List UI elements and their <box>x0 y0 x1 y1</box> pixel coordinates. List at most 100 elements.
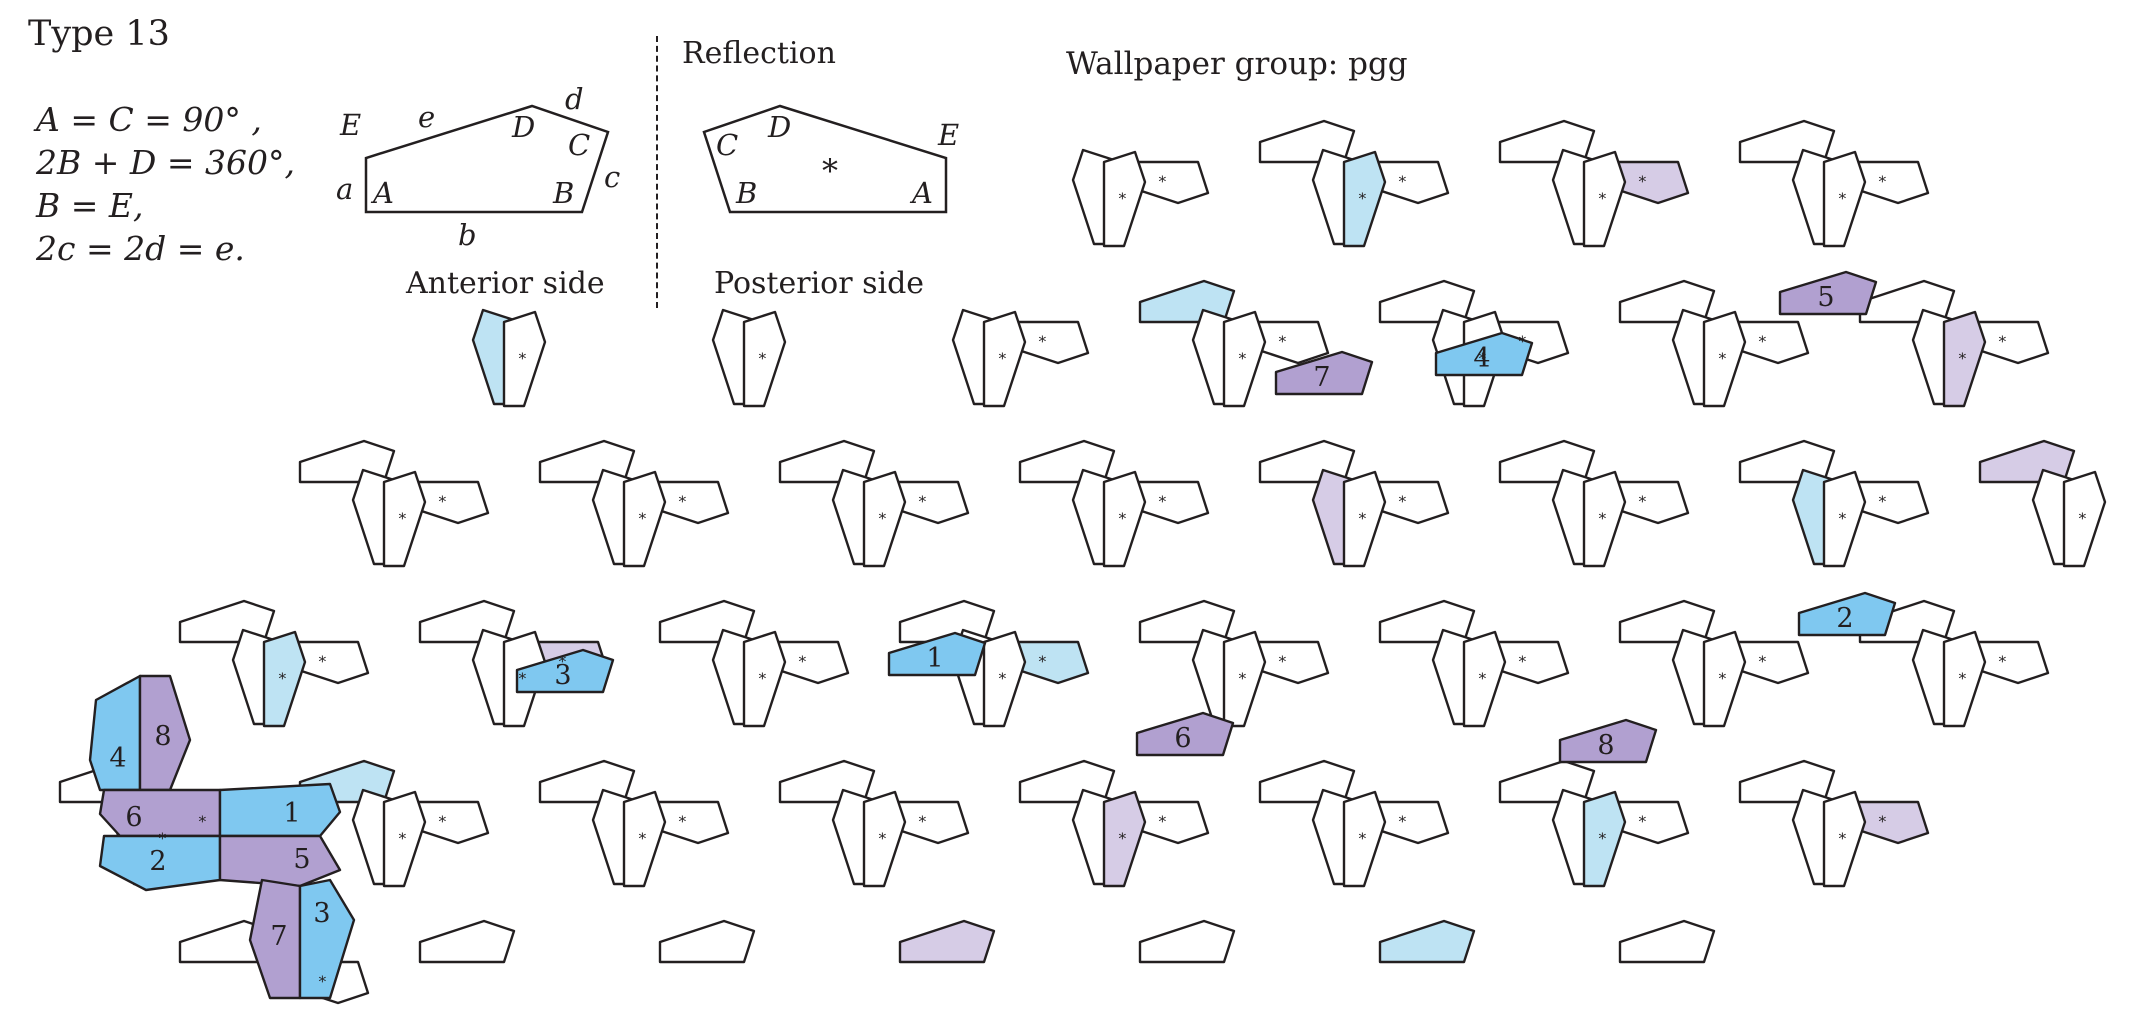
highlight-label-1: 1 <box>926 643 943 674</box>
anterior-edge-c: c <box>604 160 621 194</box>
unit-label-5: 5 <box>293 844 310 875</box>
highlight-label-5: 5 <box>1817 282 1834 313</box>
tile-14-reflection-mark: * <box>1839 190 1847 208</box>
tile-96 <box>1702 630 1747 728</box>
unit-tile-5 <box>218 834 342 888</box>
posterior-vertex-d: D <box>768 110 792 144</box>
tile-70-reflection-mark: * <box>319 652 327 670</box>
tile-68 <box>2062 470 2107 568</box>
condition-edge-lengths: 2c = 2d = e. <box>36 229 245 268</box>
anterior-vertex-e: E <box>340 108 362 142</box>
highlight-label-4: 4 <box>1473 343 1490 374</box>
tile-90-reflection-mark: * <box>1519 652 1527 670</box>
tile-88-reflection-mark: * <box>1239 670 1247 688</box>
tile-39-reflection-mark: * <box>439 492 447 510</box>
unit-label-7: 7 <box>270 921 287 952</box>
tile-10 <box>1582 150 1627 248</box>
tile-53 <box>1102 470 1147 568</box>
tile-136 <box>658 919 756 964</box>
tile-74-reflection-mark: * <box>559 652 567 670</box>
tile-72-reflection-mark: * <box>279 670 287 688</box>
tile-140 <box>1618 919 1716 964</box>
tile-86-reflection-mark: * <box>1279 652 1287 670</box>
tile-29-reflection-mark: * <box>1479 350 1487 368</box>
tile-33 <box>1702 310 1747 408</box>
anterior-vertex-a: A <box>373 176 394 210</box>
posterior-vertex-a: A <box>912 176 933 210</box>
highlight-tile-1 <box>887 631 987 677</box>
tile-100-reflection-mark: * <box>1959 670 1967 688</box>
tile-16-reflection-mark: * <box>519 350 527 368</box>
condition-angle-sum: 2B + D = 360°, <box>36 143 295 182</box>
tile-61-reflection-mark: * <box>1599 510 1607 528</box>
tile-12-reflection-mark: * <box>1879 172 1887 190</box>
tile-104-reflection-mark: * <box>159 830 167 848</box>
anterior-edge-b: b <box>458 218 477 252</box>
highlight-label-7: 7 <box>1313 362 1330 393</box>
tile-37-reflection-mark: * <box>1959 350 1967 368</box>
highlight-tile-4 <box>1434 331 1534 377</box>
tile-59-reflection-mark: * <box>1639 492 1647 510</box>
tile-21-reflection-mark: * <box>999 350 1007 368</box>
posterior-caption: Posterior side <box>714 266 925 301</box>
tile-122-reflection-mark: * <box>1399 812 1407 830</box>
anterior-caption: Anterior side <box>406 266 605 301</box>
tile-130-reflection-mark: * <box>1879 812 1887 830</box>
anterior-vertex-b: B <box>553 176 575 210</box>
tile-18-reflection-mark: * <box>759 350 767 368</box>
posterior-vertex-e: E <box>938 118 960 152</box>
tile-132-reflection-mark: * <box>1839 830 1847 848</box>
tile-112-reflection-mark: * <box>639 830 647 848</box>
unit-tile-2 <box>98 834 222 892</box>
dashed-divider <box>656 36 658 308</box>
tile-53-reflection-mark: * <box>1119 510 1127 528</box>
tile-41 <box>382 470 427 568</box>
tile-118-reflection-mark: * <box>1159 812 1167 830</box>
tile-2-reflection-mark: * <box>1119 190 1127 208</box>
tile-68-reflection-mark: * <box>2079 510 2087 528</box>
unit-tile-3 <box>298 878 356 1000</box>
tile-23-reflection-mark: * <box>1279 332 1287 350</box>
tile-10-reflection-mark: * <box>1599 190 1607 208</box>
tile-98-reflection-mark: * <box>1999 652 2007 670</box>
unit-tile-7 <box>248 878 302 1000</box>
tile-57 <box>1342 470 1387 568</box>
tile-47-reflection-mark: * <box>919 492 927 510</box>
tile-6 <box>1342 150 1387 248</box>
tile-63-reflection-mark: * <box>1879 492 1887 510</box>
posterior-pentagon <box>702 104 948 214</box>
tile-120 <box>1102 790 1147 888</box>
tile-106-reflection-mark: * <box>439 812 447 830</box>
tile-80 <box>742 630 787 728</box>
unit-label-3: 3 <box>313 898 330 929</box>
tile-120-reflection-mark: * <box>1119 830 1127 848</box>
highlight-label-2: 2 <box>1836 603 1853 634</box>
posterior-vertex-b: B <box>736 176 758 210</box>
tile-132 <box>1822 790 1867 888</box>
tile-18 <box>742 310 787 408</box>
tile-128-reflection-mark: * <box>1599 830 1607 848</box>
tile-126-reflection-mark: * <box>1639 812 1647 830</box>
condition-b-equals-e: B = E, <box>36 186 144 225</box>
tile-25 <box>1222 310 1267 408</box>
tile-124 <box>1342 790 1387 888</box>
tile-45 <box>622 470 667 568</box>
tile-57-reflection-mark: * <box>1359 510 1367 528</box>
tile-102-reflection-mark: * <box>199 812 207 830</box>
diagram-title: Type 13 <box>28 14 170 54</box>
highlight-label-6: 6 <box>1174 723 1191 754</box>
tile-72 <box>262 630 307 728</box>
tile-84-reflection-mark: * <box>999 670 1007 688</box>
anterior-edge-a: a <box>336 172 354 206</box>
tile-135 <box>418 919 516 964</box>
tile-137 <box>898 919 996 964</box>
highlight-tile-8 <box>1558 718 1658 764</box>
tile-14 <box>1822 150 1867 248</box>
highlight-tile-6 <box>1135 711 1235 757</box>
tile-114-reflection-mark: * <box>919 812 927 830</box>
tile-35-reflection-mark: * <box>1999 332 2007 350</box>
tile-65-reflection-mark: * <box>1839 510 1847 528</box>
tile-134-reflection-mark: * <box>319 972 327 990</box>
tile-33-reflection-mark: * <box>1719 350 1727 368</box>
tile-19-reflection-mark: * <box>1039 332 1047 350</box>
